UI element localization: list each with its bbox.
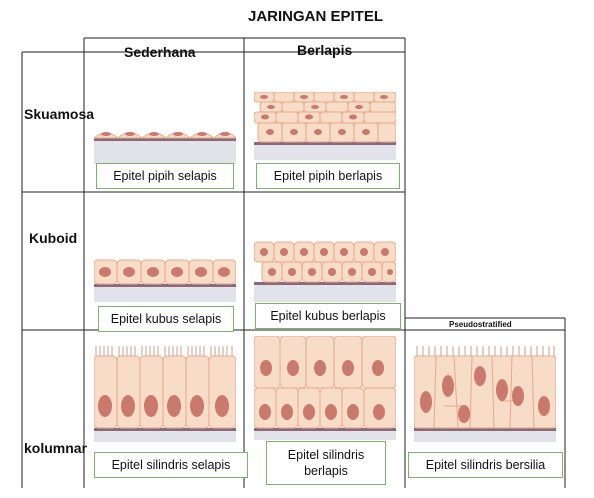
label-silindris-berlapis-line2: berlapis xyxy=(304,464,348,478)
label-pipih-selapis: Epitel pipih selapis xyxy=(96,163,234,189)
column-header-berlapis: Berlapis xyxy=(297,42,353,58)
row-header-kuboid: Kuboid xyxy=(29,230,78,246)
label-silindris-selapis: Epitel silindris selapis xyxy=(94,452,248,478)
pseudostratified-illustration xyxy=(414,346,556,442)
simple-columnar-illustration xyxy=(94,346,236,442)
label-pipih-berlapis: Epitel pipih berlapis xyxy=(256,163,400,189)
label-kubus-selapis: Epitel kubus selapis xyxy=(98,306,234,332)
page-title: JARINGAN EPITEL xyxy=(248,8,384,25)
row-header-kolumnar: kolumnar xyxy=(24,440,88,456)
pseudostratified-header: Pseudostratified xyxy=(449,320,512,329)
label-silindris-bersilia: Epitel silindris bersilia xyxy=(408,452,563,478)
label-silindris-berlapis-line1: Epitel silindris xyxy=(287,448,365,462)
label-silindris-berlapis: Epitel silindris berlapis xyxy=(266,441,386,485)
stratified-columnar-illustration xyxy=(254,336,396,440)
simple-squamous-illustration xyxy=(94,132,236,164)
simple-cuboidal-illustration xyxy=(94,259,236,302)
stratified-cuboidal-illustration xyxy=(254,241,396,302)
label-kubus-berlapis: Epitel kubus berlapis xyxy=(255,303,401,329)
column-header-sederhana: Sederhana xyxy=(124,44,196,60)
row-header-skuamosa: Skuamosa xyxy=(24,106,95,122)
stratified-squamous-illustration xyxy=(254,92,396,160)
